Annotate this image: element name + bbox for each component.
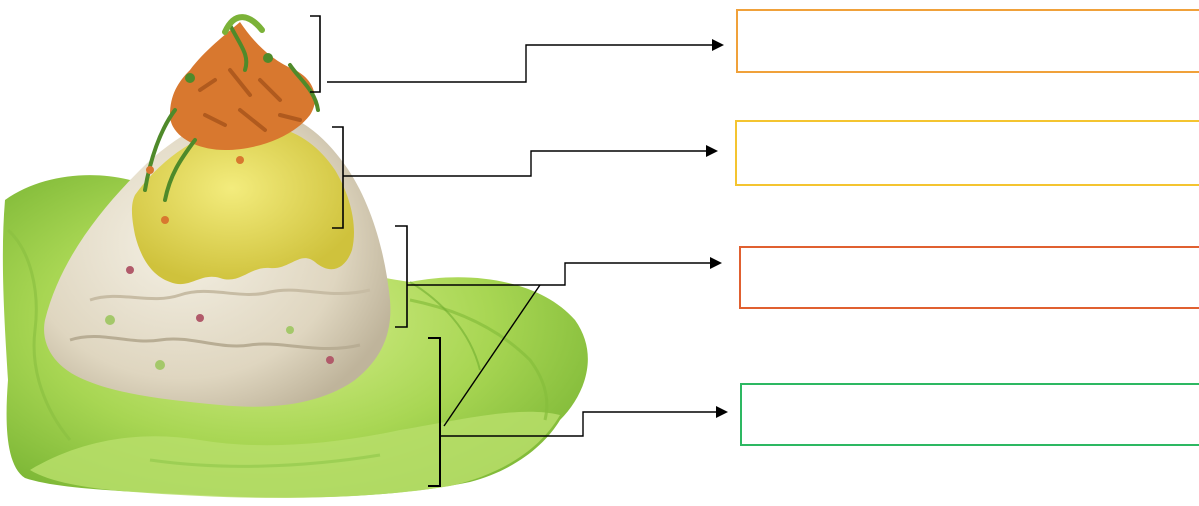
bracket-1 [310, 15, 321, 93]
bracket-4 [428, 337, 441, 487]
garnish-topping [143, 14, 320, 224]
dressing-layer [131, 124, 355, 285]
label-box-2[interactable] [735, 120, 1199, 186]
salad-photo [2, 14, 588, 498]
label-box-3[interactable] [739, 246, 1199, 309]
bracket-2 [332, 126, 344, 229]
label-box-4[interactable] [740, 383, 1199, 446]
connector-1 [327, 39, 724, 83]
connector-2 [343, 145, 718, 177]
bracket-3 [395, 225, 408, 328]
connector-4 [440, 406, 728, 437]
label-box-1[interactable] [736, 9, 1199, 73]
connector-3 [407, 257, 722, 286]
connector-3-diagonal [443, 284, 541, 427]
